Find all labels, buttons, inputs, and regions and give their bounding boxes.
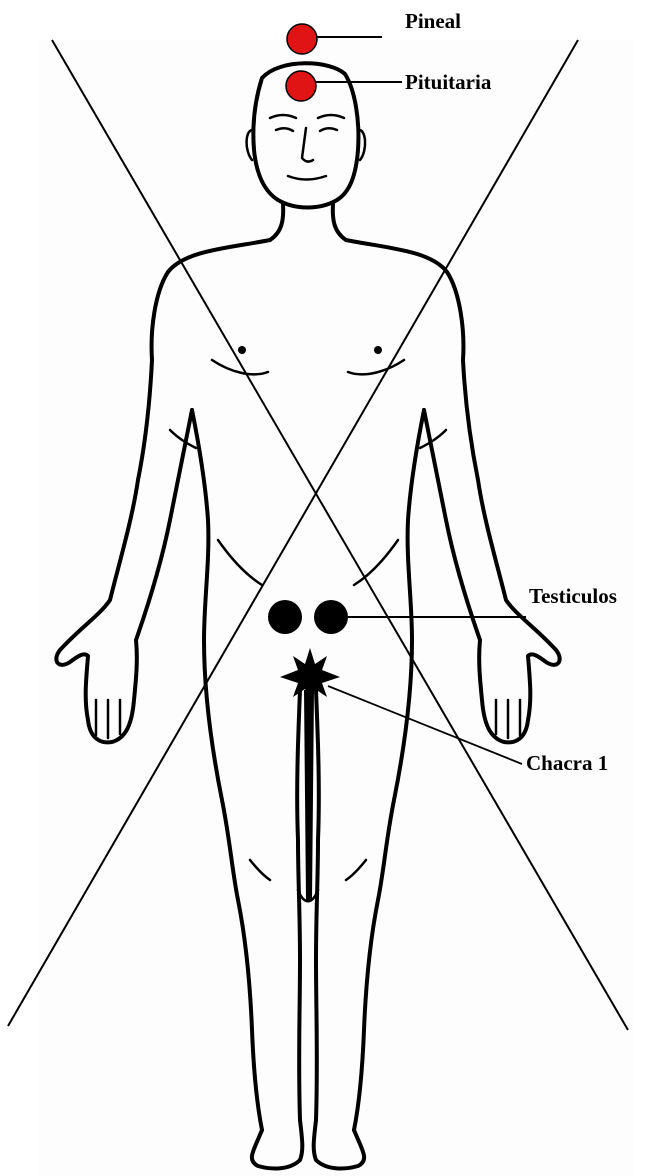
chacra-label: Chacra 1 <box>526 751 608 775</box>
pineal-label: Pineal <box>405 9 461 33</box>
testiculos-label: Testiculos <box>529 584 617 608</box>
pituitaria-label: Pituitaria <box>405 70 492 94</box>
